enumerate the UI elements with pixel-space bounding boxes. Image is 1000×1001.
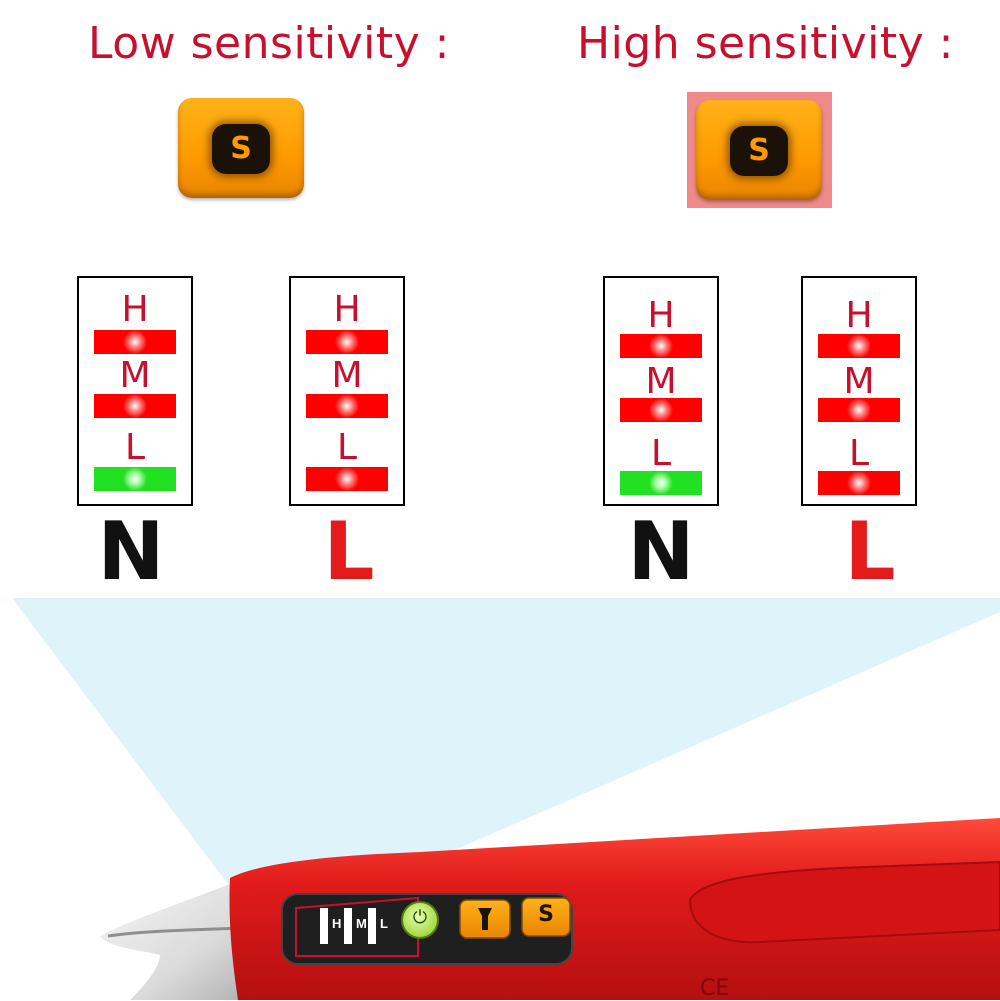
led-l [94, 467, 176, 491]
wire-label-live: L [844, 505, 896, 598]
indicator-panel-low-neutral: H M L [77, 276, 193, 506]
ce-mark: CE [700, 976, 730, 1001]
power-icon[interactable]: ⏻ [412, 907, 428, 928]
led-l [306, 467, 388, 491]
level-label-l: L [124, 427, 146, 468]
pen-label-m: M [356, 916, 367, 931]
led-h [306, 330, 388, 354]
s-button-icon: S [730, 126, 788, 176]
level-label-l: L [336, 427, 358, 468]
led-h [818, 334, 900, 358]
high-sensitivity-heading: High sensitivity : [577, 18, 954, 69]
pen-s-button [521, 897, 571, 937]
wire-label-neutral: N [97, 505, 165, 598]
flashlight-icon[interactable] [476, 906, 494, 932]
high-sensitivity-s-button[interactable]: S [696, 100, 822, 200]
level-label-h: H [845, 295, 873, 336]
level-label-l: L [848, 433, 870, 474]
led-l [620, 471, 702, 495]
level-label-m: M [119, 355, 151, 396]
low-sensitivity-heading: Low sensitivity : [88, 18, 451, 69]
pen-power-button [401, 901, 439, 939]
pen-tip [100, 880, 262, 1000]
level-label-h: H [121, 289, 149, 330]
level-label-l: L [650, 433, 672, 474]
indicator-panel-high-live: H M L [801, 276, 917, 506]
indicator-panel-high-neutral: H M L [603, 276, 719, 506]
level-label-h: H [647, 295, 675, 336]
indicator-panel-low-live: H M L [289, 276, 405, 506]
low-sensitivity-s-button[interactable]: S [178, 98, 304, 198]
pen-clip [688, 860, 1000, 944]
level-label-m: M [843, 361, 875, 402]
pen-label-h: H [332, 916, 342, 931]
pen-s-icon[interactable]: S [538, 902, 554, 927]
led-m [306, 394, 388, 418]
led-m [94, 394, 176, 418]
pen-level-labels: H M L [330, 916, 400, 936]
level-label-h: H [333, 289, 361, 330]
level-label-m: M [331, 355, 363, 396]
led-m [620, 398, 702, 422]
led-h [620, 334, 702, 358]
led-m [818, 398, 900, 422]
pen-label-l: L [380, 916, 388, 931]
s-button-icon: S [212, 124, 270, 174]
wire-label-live: L [323, 505, 375, 598]
led-h [94, 330, 176, 354]
level-label-m: M [645, 361, 677, 402]
led-l [818, 471, 900, 495]
wire-label-neutral: N [627, 505, 695, 598]
